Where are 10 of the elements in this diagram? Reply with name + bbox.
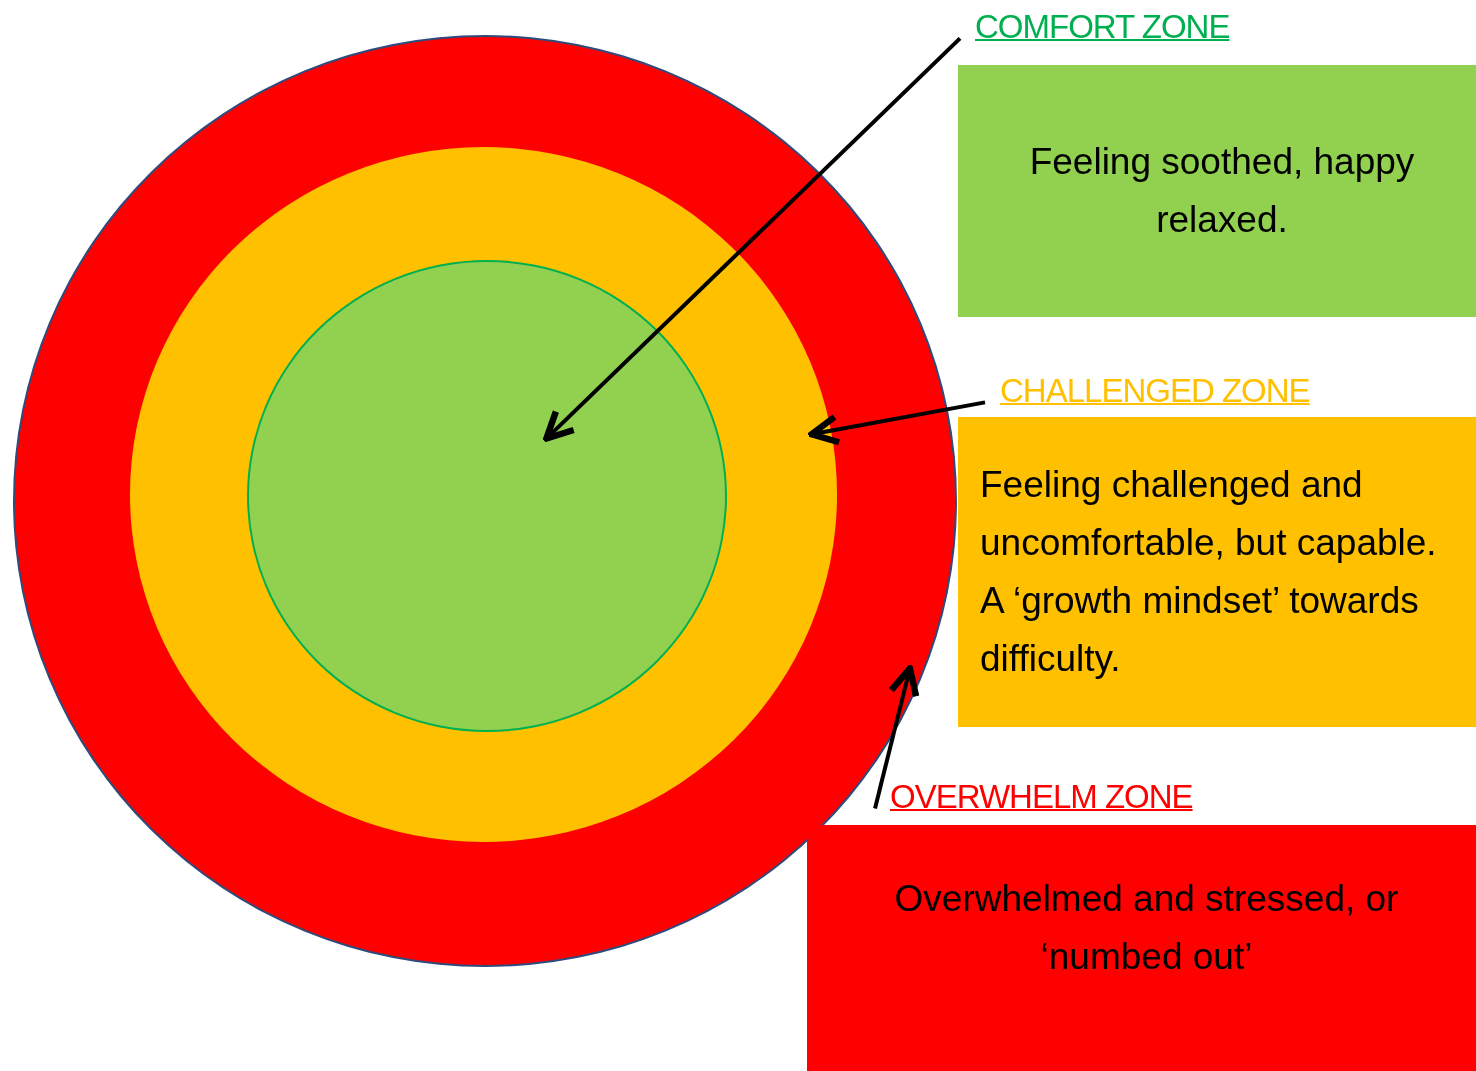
arrow xyxy=(543,36,962,442)
description-text: Feeling challenged and uncomfortable, but capable. xyxy=(980,463,1438,565)
description-text: Feeling soothed, happy relaxed. xyxy=(1028,140,1416,242)
arrow xyxy=(873,665,920,809)
zone-heading: OVERWHELM ZONE xyxy=(890,778,1193,816)
arrow xyxy=(808,400,986,446)
description-text: Overwhelmed and stressed, or ‘numbed out’ xyxy=(893,877,1400,979)
zone-heading: CHALLENGED ZONE xyxy=(1000,372,1310,410)
description-text: A ‘growth mindset’ towards difficulty. xyxy=(980,579,1420,681)
zone-heading: COMFORT ZONE xyxy=(975,8,1230,46)
